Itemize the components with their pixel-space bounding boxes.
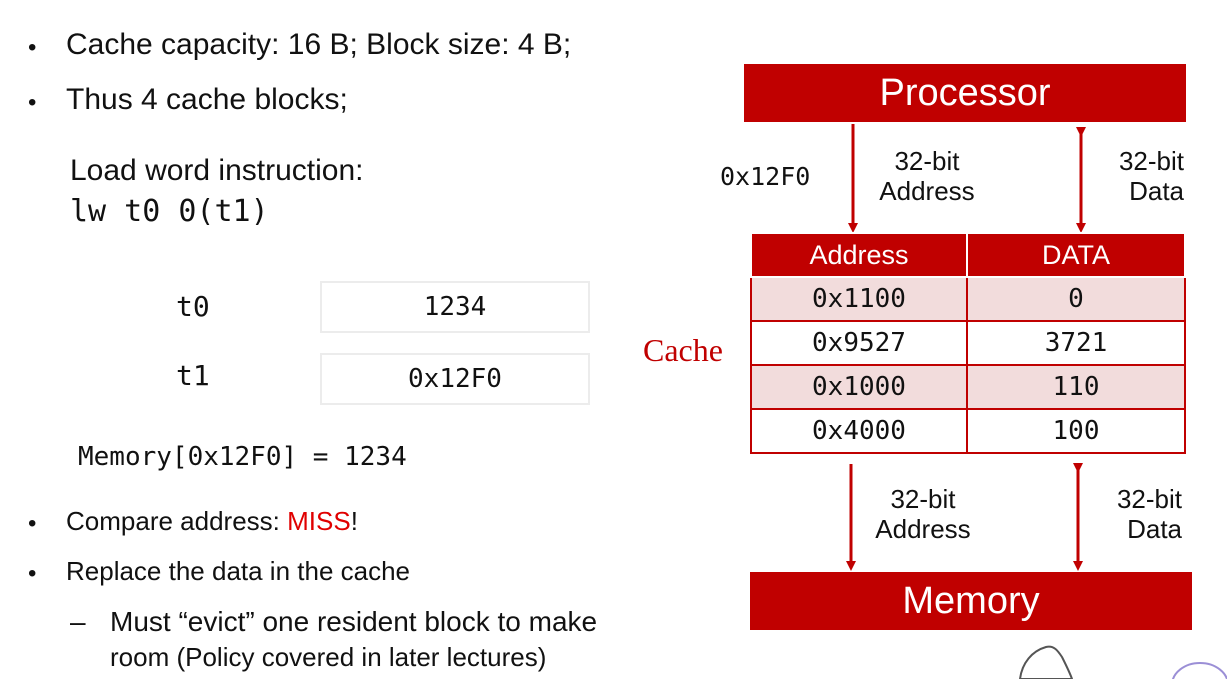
cache-row-data: 110 xyxy=(966,364,1186,410)
request-address: 0x12F0 xyxy=(720,162,811,191)
bottom-data-label-line2: Data xyxy=(1127,514,1182,544)
bottom-data-label-line1: 32-bit xyxy=(1116,484,1182,514)
bottom-address-label: 32-bit Address xyxy=(862,484,984,544)
bullet-dot: • xyxy=(28,89,37,116)
bullet-cache-blocks: Thus 4 cache blocks; xyxy=(66,83,348,116)
top-address-label-line2: Address xyxy=(879,176,975,206)
cache-row-data: 3721 xyxy=(966,320,1186,366)
top-data-label-line1: 32-bit xyxy=(1118,146,1184,176)
register-t1-value: 0x12F0 xyxy=(320,353,590,405)
cache-row-address: 0x1100 xyxy=(750,276,968,322)
table-row: 0x1100 0 xyxy=(750,276,1186,322)
bullet-dot: • xyxy=(28,510,37,537)
cache-table: Address DATA 0x1100 0 0x9527 3721 0x1000… xyxy=(750,232,1186,454)
sub-bullet-line1: Must “evict” one resident block to make xyxy=(110,606,598,637)
memory-line: Memory[0x12F0] = 1234 xyxy=(78,442,407,472)
compare-suffix: ! xyxy=(350,506,358,536)
processor-block: Processor xyxy=(744,64,1186,122)
register-t0-label: t0 xyxy=(176,290,210,323)
cache-header-row: Address DATA xyxy=(750,232,1186,278)
register-t0-value: 1234 xyxy=(320,281,590,333)
memory-block: Memory xyxy=(750,572,1192,630)
cache-row-address: 0x9527 xyxy=(750,320,968,366)
decorative-mascot-icons xyxy=(1018,645,1227,679)
processor-label: Processor xyxy=(879,71,1051,114)
top-data-label: 32-bit Data xyxy=(1090,146,1184,206)
cache-row-address: 0x4000 xyxy=(750,408,968,454)
memory-label: Memory xyxy=(902,579,1040,622)
mascot-icon xyxy=(1018,645,1074,679)
bottom-data-label: 32-bit Data xyxy=(1088,484,1182,544)
miss-highlight: MISS xyxy=(287,506,351,536)
bottom-address-label-line2: Address xyxy=(875,514,971,544)
table-row: 0x9527 3721 xyxy=(750,320,1186,366)
sub-bullet-dash: – xyxy=(70,606,86,637)
bullet-compare-address: Compare address: MISS! xyxy=(66,506,358,537)
top-address-label-line1: 32-bit xyxy=(894,146,960,176)
bullet-replace-data: Replace the data in the cache xyxy=(66,556,411,586)
bottom-address-label-line1: 32-bit xyxy=(890,484,956,514)
table-row: 0x4000 100 xyxy=(750,408,1186,454)
cache-row-data: 0 xyxy=(966,276,1186,322)
bullet-dot: • xyxy=(28,34,37,61)
register-t1-label: t1 xyxy=(176,359,210,392)
logo-circle-icon xyxy=(1172,662,1227,679)
top-address-label: 32-bit Address xyxy=(866,146,988,206)
cache-row-data: 100 xyxy=(966,408,1186,454)
table-row: 0x1000 110 xyxy=(750,364,1186,410)
instruction-label: Load word instruction: xyxy=(70,154,364,187)
bullet-dot: • xyxy=(28,560,37,587)
cache-row-address: 0x1000 xyxy=(750,364,968,410)
header-address: Address xyxy=(750,232,968,278)
header-data: DATA xyxy=(966,232,1186,278)
sub-bullet-line2: room (Policy covered in later lectures) xyxy=(110,642,547,672)
compare-prefix: Compare address: xyxy=(66,506,288,536)
top-data-label-line2: Data xyxy=(1129,176,1184,206)
bullet-cache-capacity: Cache capacity: 16 B; Block size: 4 B; xyxy=(66,28,572,61)
cache-label: Cache xyxy=(643,332,723,368)
instruction-code: lw t0 0(t1) xyxy=(70,194,269,229)
